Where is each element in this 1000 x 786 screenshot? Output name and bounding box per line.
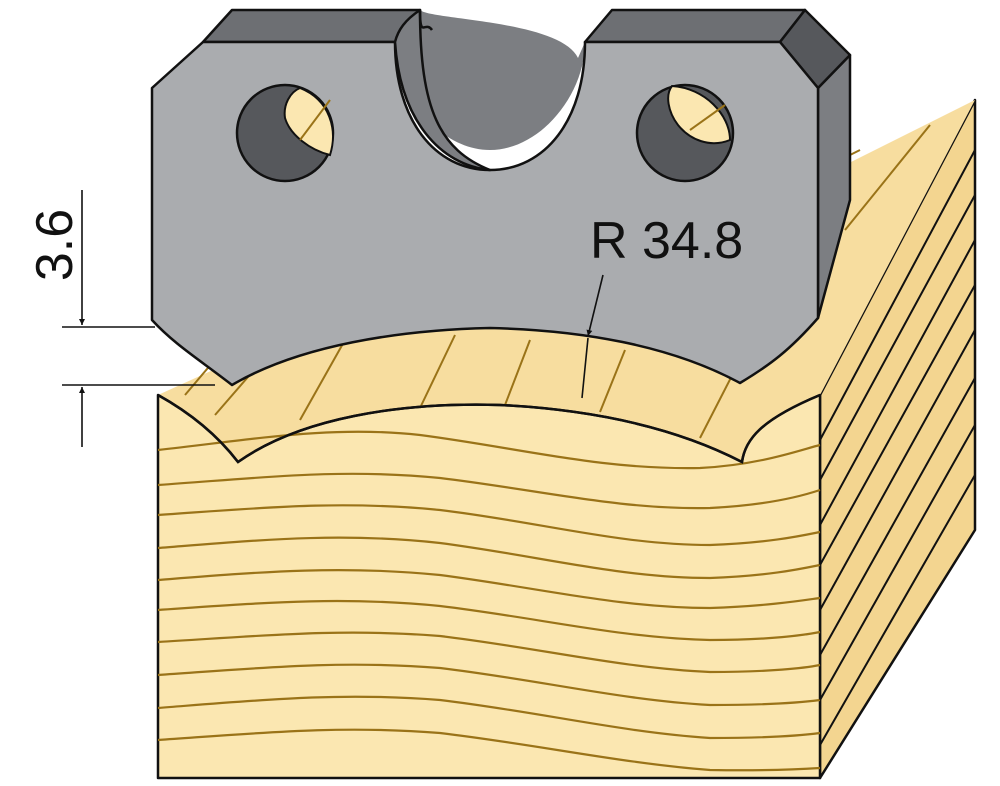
knife-hole-left — [235, 83, 335, 183]
knife-top-right — [583, 8, 807, 44]
wood-profile-edge — [157, 393, 821, 464]
profile-knife — [150, 8, 852, 387]
wood-grain-side — [819, 149, 976, 746]
depth-label: 3.6 — [26, 209, 84, 281]
radius-dimension: R 34.8 — [581, 212, 743, 399]
wood-grain-front — [157, 430, 821, 772]
knife-notch-shade — [393, 8, 492, 172]
knife-notch-rim — [418, 9, 434, 31]
depth-dimension: 3.6 — [26, 190, 215, 447]
radius-label: R 34.8 — [590, 212, 743, 270]
knife-hole-right — [635, 83, 735, 183]
knife-notch-wall — [395, 10, 585, 150]
knife-top-left — [201, 8, 422, 44]
